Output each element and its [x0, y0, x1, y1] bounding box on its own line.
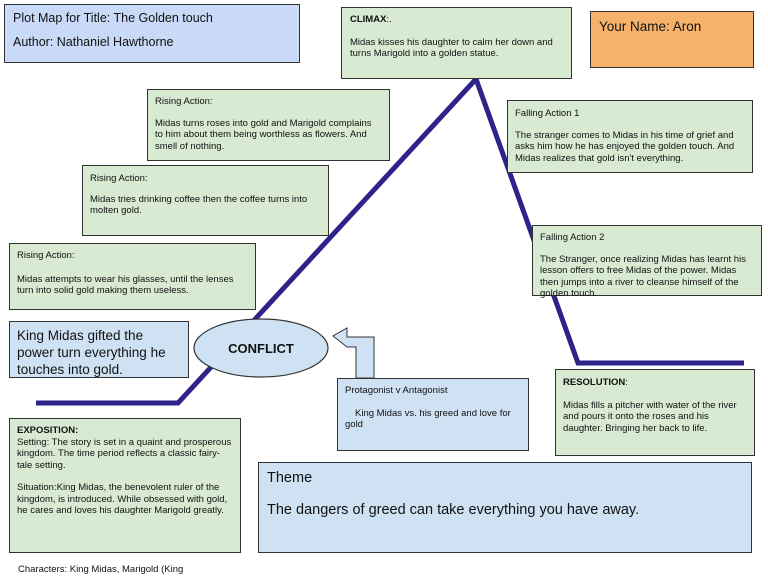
your-name-text: Your Name: Aron	[599, 19, 702, 34]
rising-action-label-3: Rising Action:	[17, 250, 75, 261]
rising-action-box-3: Rising Action: Midas attempts to wear hi…	[9, 243, 256, 310]
protagonist-antagonist-box: Protagonist v Antagonist King Midas vs. …	[337, 378, 529, 451]
climax-heading-suffix: :.	[386, 14, 392, 25]
exposition-heading: EXPOSITION:	[17, 425, 79, 436]
your-name-box: Your Name: Aron	[590, 11, 754, 68]
rising-action-box-1: Rising Action: Midas turns roses into go…	[147, 89, 390, 161]
characters-text: Characters: King Midas, Marigold (King	[18, 564, 184, 575]
conflict-label: CONFLICT	[228, 341, 294, 356]
resolution-heading: RESOLUTION	[563, 377, 626, 388]
climax-text: Midas kisses his daughter to calm her do…	[350, 36, 556, 60]
resolution-box: RESOLUTION: Midas fills a pitcher with w…	[555, 369, 755, 456]
climax-box: CLIMAX:. Midas kisses his daughter to ca…	[341, 7, 572, 79]
rising-action-text-3: Midas attempts to wear his glasses, unti…	[17, 273, 237, 297]
protagonist-antagonist-label: Protagonist v Antagonist	[345, 385, 448, 396]
conflict-ellipse	[193, 318, 329, 378]
protagonist-antagonist-text: King Midas vs. his greed and love for go…	[345, 407, 514, 431]
climax-heading: CLIMAX	[350, 14, 387, 25]
resolution-heading-line: RESOLUTION:	[563, 377, 747, 389]
falling-action-label-1: Falling Action 1	[515, 108, 580, 119]
rising-action-text-1: Midas turns roses into gold and Marigold…	[155, 117, 375, 152]
climax-heading-line: CLIMAX:.	[350, 14, 563, 26]
exposition-situation: Situation:King Midas, the benevolent rul…	[17, 482, 230, 516]
falling-action-text-2: The Stranger, once realizing Midas has l…	[540, 253, 749, 300]
author-text: Author: Nathaniel Hawthorne	[13, 35, 174, 49]
resolution-text: Midas fills a pitcher with water of the …	[563, 399, 740, 434]
falling-action-label-2: Falling Action 2	[540, 232, 605, 243]
theme-text: The dangers of greed can take everything…	[267, 502, 640, 518]
plot-map-title: Plot Map for Title: The Golden touch	[13, 11, 213, 25]
conflict-description-box: King Midas gifted the power turn everyth…	[9, 321, 189, 378]
rising-action-label-2: Rising Action:	[90, 173, 148, 184]
falling-action-box-1: Falling Action 1 The stranger comes to M…	[507, 100, 753, 173]
theme-label: Theme	[267, 470, 313, 486]
title-box: Plot Map for Title: The Golden touch Aut…	[4, 4, 300, 63]
plot-line	[36, 74, 744, 406]
rising-action-label-1: Rising Action:	[155, 96, 213, 107]
falling-action-box-2: Falling Action 2 The Stranger, once real…	[532, 225, 762, 299]
conflict-description: King Midas gifted the power turn everyth…	[17, 328, 170, 377]
conflict-arrow	[332, 327, 375, 379]
theme-box: Theme The dangers of greed can take ever…	[258, 462, 752, 553]
exposition-setting: Setting: The story is set in a quaint an…	[17, 436, 234, 471]
rising-action-box-2: Rising Action: Midas tries drinking coff…	[82, 165, 329, 236]
rising-action-text-2: Midas tries drinking coffee then the cof…	[90, 193, 310, 217]
falling-action-text-1: The stranger comes to Midas in his time …	[515, 129, 737, 164]
exposition-box: EXPOSITION: Setting: The story is set in…	[9, 418, 241, 553]
resolution-heading-suffix: :	[625, 377, 628, 388]
